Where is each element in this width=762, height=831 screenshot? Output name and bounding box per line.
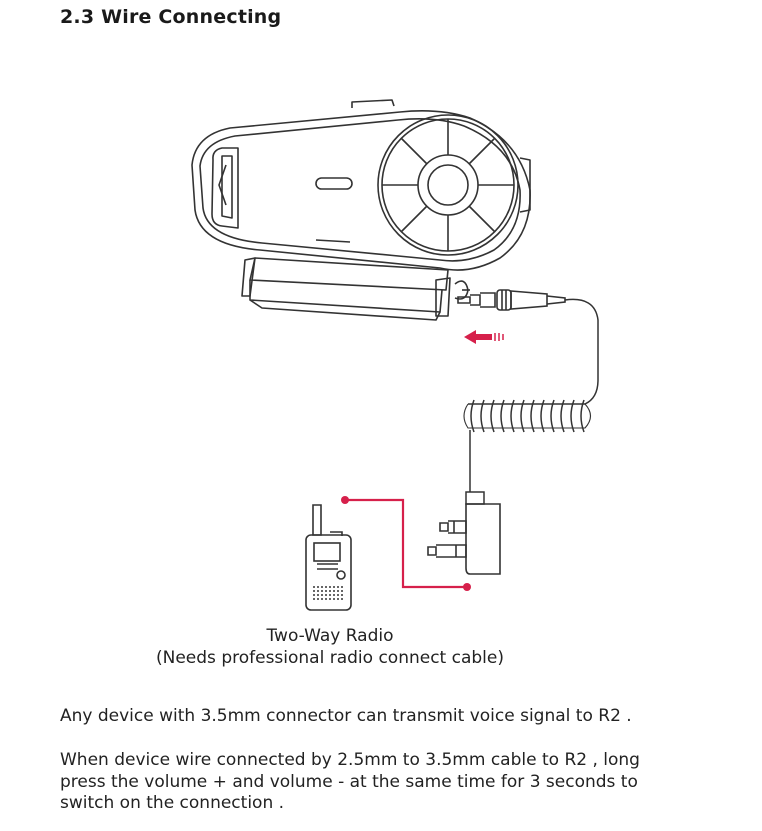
two-way-radio-icon [305,504,352,611]
body-paragraph-2-line-2: press the volume + and volume - at the s… [60,771,638,792]
audio-jack-35mm-icon [457,289,566,311]
body-paragraph-2: When device wire connected by 2.5mm to 3… [60,750,740,815]
body-paragraph-2-line-3: switch on the connection . [60,793,285,813]
insert-arrow-icon [464,330,504,344]
body-paragraph-1: Any device with 3.5mm connector can tran… [60,706,632,726]
figure-caption-note: (Needs professional radio connect cable) [156,648,504,668]
coiled-cable-icon [463,298,599,505]
dual-plug-25mm-icon [427,503,501,575]
headset-device-icon [191,99,531,321]
body-paragraph-2-line-1: When device wire connected by 2.5mm to 3… [60,750,640,770]
section-title: 2.3 Wire Connecting [60,6,282,28]
connection-line-icon [341,496,471,591]
figure-caption-title: Two-Way Radio [266,626,394,646]
